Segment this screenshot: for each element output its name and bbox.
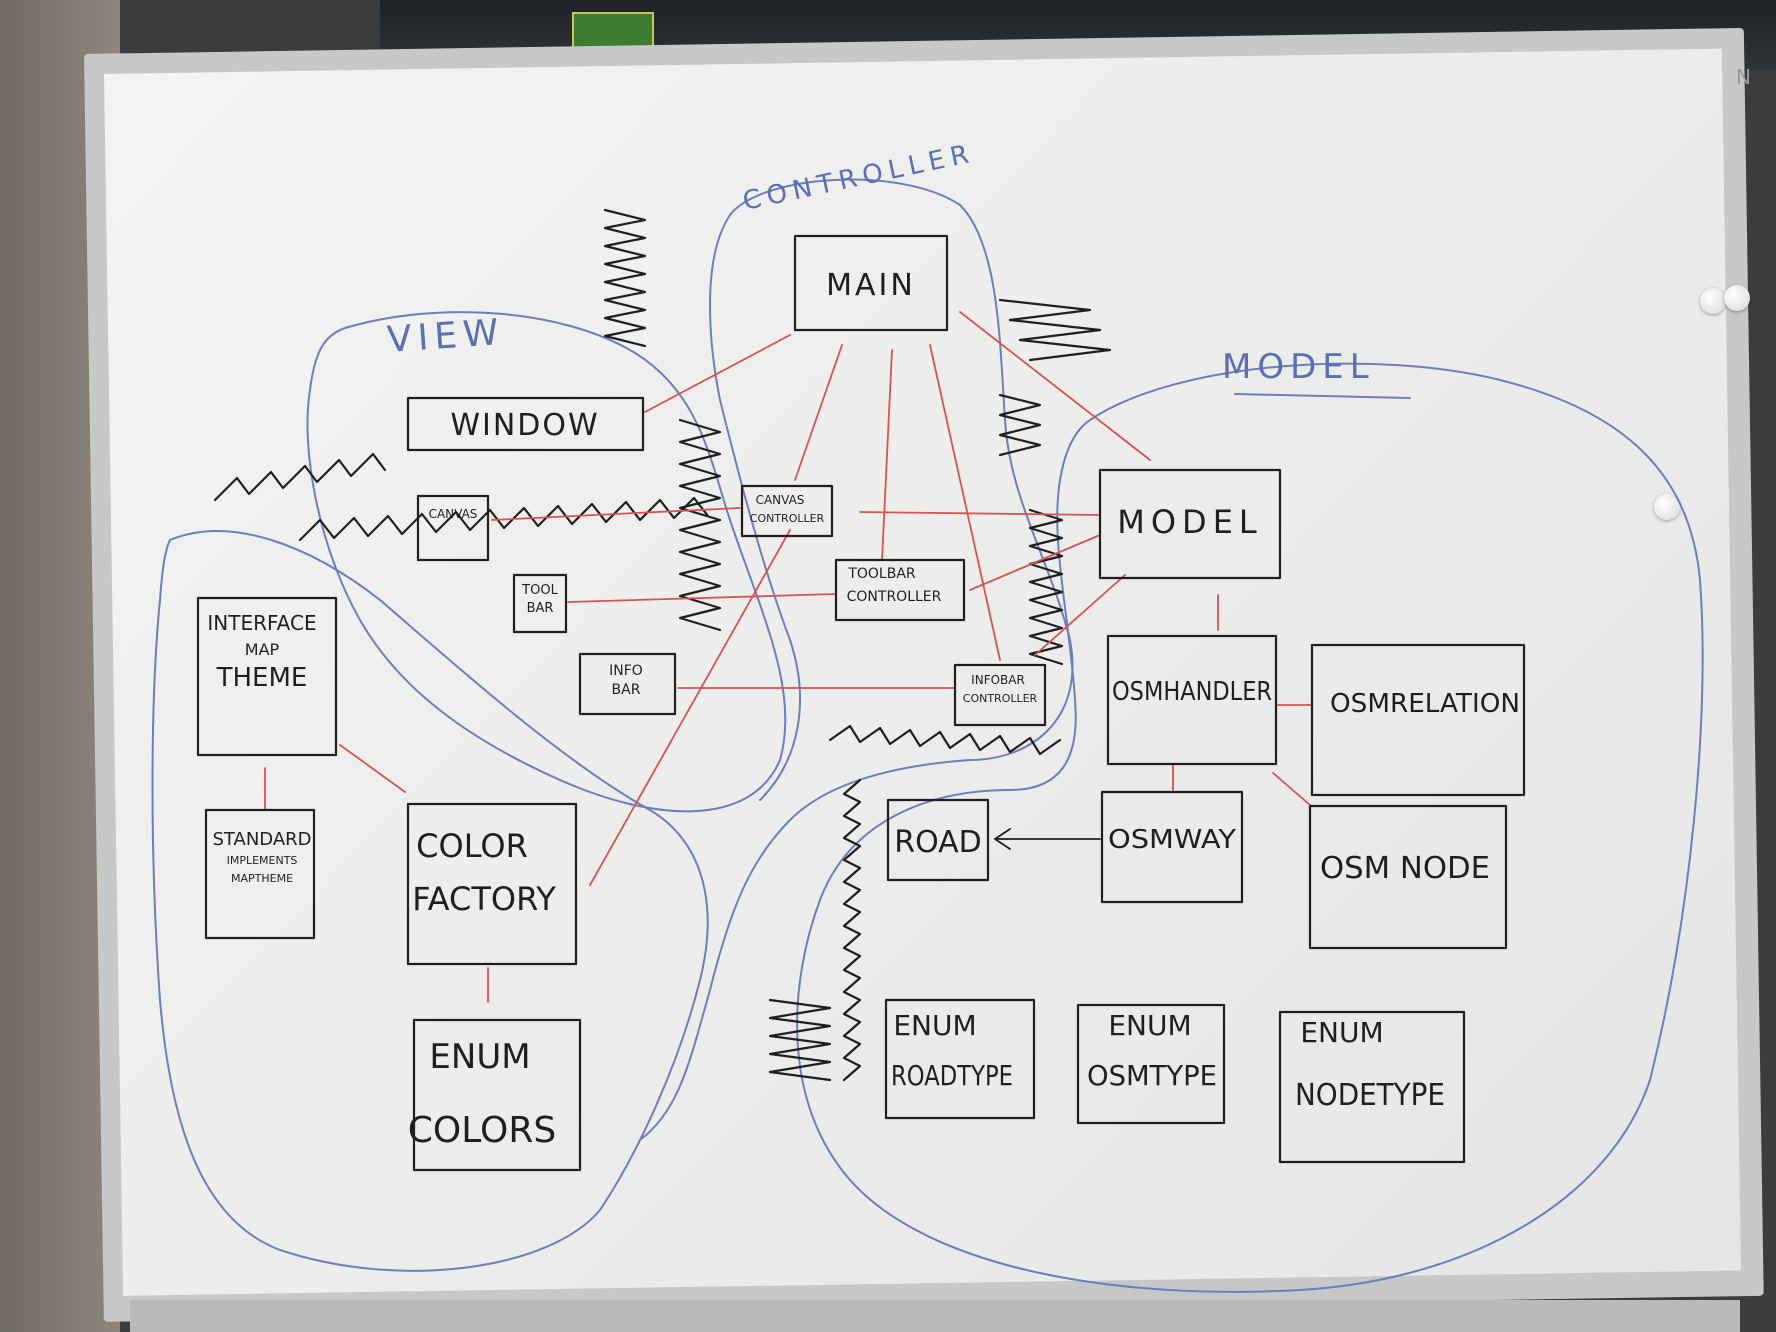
infobar-label-2: BAR: [612, 682, 641, 698]
assoc-main-window: [644, 334, 791, 413]
osmrelation-label: OSMRELATION: [1330, 689, 1520, 719]
osmrelation-box: [1310, 643, 1526, 797]
osmnode-label: OSM NODE: [1320, 851, 1490, 886]
infobarcontroller-label-2: CONTROLLER: [963, 692, 1038, 705]
canvas-label: CANVAS: [429, 507, 478, 521]
enum-roadtype-box: [884, 998, 1036, 1120]
assoc-main-toolbarcontroller: [881, 349, 893, 561]
standard-label-1: STANDARD: [212, 829, 311, 850]
assoc-canvascontroller-model: [859, 511, 1101, 516]
view-group-outline: [306, 311, 787, 813]
enum-colors-box: [412, 1018, 582, 1172]
magnet-icon: [1700, 288, 1726, 314]
osmnode-box: [1308, 804, 1508, 950]
zigzag-separator-view-bottom: [213, 452, 710, 542]
canvas-box: [416, 494, 490, 562]
interface-region-outline: [151, 530, 709, 1272]
assoc-canvascontroller-colorfactory: [589, 529, 791, 886]
standard-label-2: IMPLEMENTS: [227, 854, 298, 867]
interface-label-3: THEME: [216, 663, 308, 693]
zigzag-separator-right: [1028, 508, 1064, 666]
arrow-osmway-road: [994, 828, 1101, 850]
osmhandler-box: [1106, 634, 1278, 766]
toolbarcontroller-label-2: CONTROLLER: [847, 589, 942, 605]
model-group-title: MODEL: [1222, 347, 1375, 387]
enumcolors-label-1: ENUM: [429, 1037, 530, 1077]
toolbar-label-2: BAR: [527, 601, 554, 616]
infobarcontroller-box: [953, 663, 1047, 727]
zigzag-separator-top-left: [603, 208, 647, 348]
canvascontroller-label-2: CONTROLLER: [750, 512, 825, 525]
assoc-main-canvascontroller: [794, 344, 843, 481]
assoc-toolbarcontroller-model: [969, 534, 1101, 591]
toolbarcontroller-box: [834, 558, 966, 622]
canvascontroller-label-1: CANVAS: [756, 493, 805, 507]
interface-map-theme-box: [196, 596, 338, 757]
infobar-label-1: INFO: [609, 663, 643, 679]
model-box: [1098, 468, 1282, 580]
model-title-underline: [1234, 393, 1411, 399]
assoc-osmhandler-osmnode: [1272, 772, 1311, 806]
colorfactory-label-1: COLOR: [416, 827, 528, 865]
enum-osmtype-label-1: ENUM: [1108, 1009, 1191, 1042]
controller-group-title: CONTROLLER: [740, 138, 977, 216]
enum-osmtype-box: [1076, 1003, 1226, 1125]
controller-group-inner: [709, 214, 801, 801]
colorfactory-label-2: FACTORY: [412, 880, 556, 918]
enum-roadtype-label-2: ROADTYPE: [891, 1059, 1013, 1092]
assoc-toolbar-toolbarcontroller: [567, 593, 837, 603]
infobarcontroller-label-1: INFOBAR: [971, 673, 1025, 687]
boxes: [196, 234, 1526, 1172]
zigzag-separator-bottom: [768, 724, 1062, 1082]
assoc-canvas-canvascontroller: [491, 507, 741, 521]
magnet-icon: [1654, 494, 1680, 520]
canvascontroller-box: [740, 484, 834, 538]
model-label: MODEL: [1117, 503, 1262, 541]
standard-label-3: MAPTHEME: [231, 872, 293, 885]
zigzag-separator-mid: [678, 418, 722, 632]
main-label: MAIN: [826, 268, 916, 303]
road-box: [886, 798, 990, 882]
assoc-interface-colorfactory: [339, 744, 406, 793]
interface-label-1: INTERFACE: [207, 611, 316, 635]
osmhandler-label: OSMHANDLER: [1112, 677, 1272, 707]
associations: [264, 311, 1313, 1003]
toolbar-box: [512, 573, 568, 634]
enum-roadtype-label-1: ENUM: [893, 1009, 976, 1042]
main-box: [793, 234, 949, 332]
assoc-main-infobarcontroller: [929, 344, 1001, 661]
road-label: ROAD: [894, 825, 982, 860]
corner-mark: N: [1736, 65, 1751, 89]
interface-label-2: MAP: [245, 640, 280, 659]
infobar-box: [578, 652, 677, 716]
view-group-title: VIEW: [386, 312, 506, 361]
enum-nodetype-box: [1278, 1010, 1466, 1164]
enum-nodetype-label-2: NODETYPE: [1295, 1078, 1445, 1113]
color-factory-box: [406, 802, 578, 966]
window-box: [406, 396, 645, 452]
zigzag-separator-right-top: [998, 298, 1112, 457]
enum-osmtype-label-2: OSMTYPE: [1087, 1059, 1217, 1092]
osmway-box: [1100, 790, 1244, 904]
window-label: WINDOW: [450, 408, 599, 443]
enum-nodetype-label-1: ENUM: [1300, 1016, 1383, 1049]
assoc-main-model: [959, 311, 1151, 461]
osmway-label: OSMWAY: [1108, 825, 1236, 855]
enumcolors-label-2: COLORS: [408, 1110, 556, 1151]
toolbarcontroller-label-1: TOOLBAR: [847, 566, 916, 582]
assoc-infobarcontroller-model: [1034, 574, 1126, 656]
standard-implements-box: [204, 808, 316, 940]
marker-tray: [130, 1300, 1740, 1332]
toolbar-label-1: TOOL: [521, 583, 558, 598]
controller-group-outline: [639, 178, 1074, 1141]
magnet-icon: [1724, 285, 1750, 311]
model-group-outline: [796, 362, 1704, 1293]
